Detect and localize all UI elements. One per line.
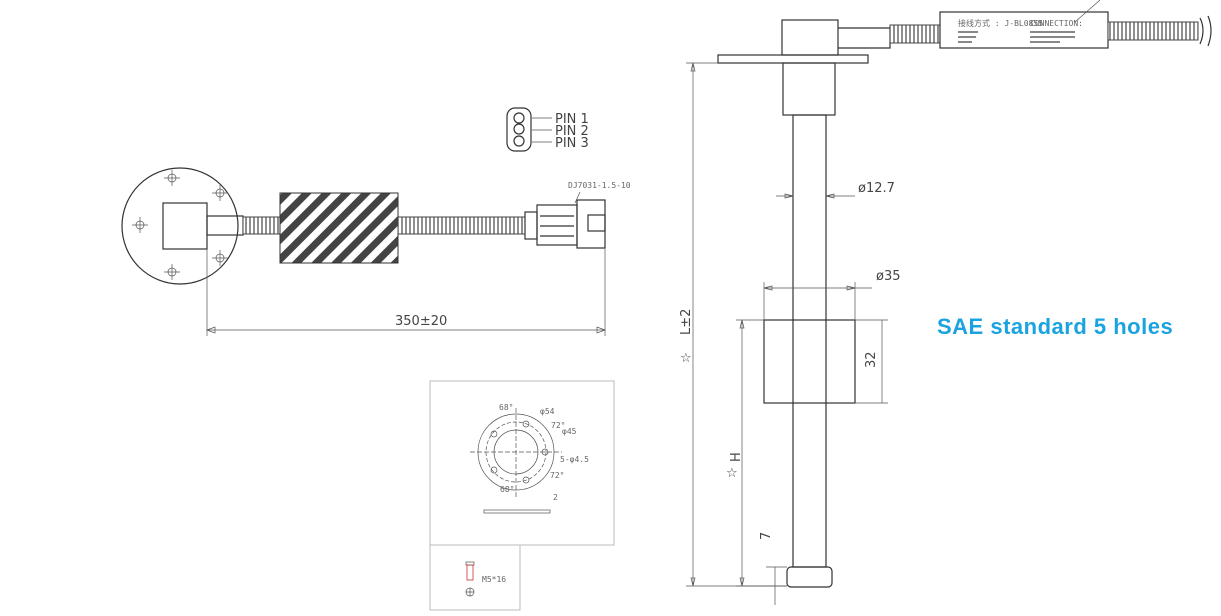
corrugated-hose bbox=[242, 216, 281, 235]
svg-text:32: 32 bbox=[864, 351, 879, 368]
flange-holes bbox=[132, 170, 228, 280]
svg-text:5-φ4.5: 5-φ4.5 bbox=[560, 455, 589, 464]
probe-tube bbox=[792, 114, 827, 568]
pin-2-label: PIN 2 bbox=[555, 124, 589, 139]
pinout-diagram: PIN 1 PIN 2 PIN 3 bbox=[506, 107, 589, 152]
critical-star-icon: ☆ bbox=[680, 351, 692, 366]
flange-detail-inset: 68° φ54 72° φ45 5-φ4.5 72° 68° 2 M5*16 bbox=[429, 380, 615, 611]
svg-text:H: H bbox=[729, 452, 744, 462]
pin-1-label: PIN 1 bbox=[555, 112, 589, 127]
svg-text:7: 7 bbox=[759, 532, 774, 540]
svg-text:φ54: φ54 bbox=[540, 407, 555, 416]
side-view-sensor: 接线方式 : J-BL0855 CONNECTION: ø12.7 ø35 32… bbox=[679, 0, 1212, 605]
svg-text:接线方式 : J-BL0855: 接线方式 : J-BL0855 bbox=[958, 18, 1043, 28]
pin-3-label: PIN 3 bbox=[555, 136, 589, 151]
svg-text:2: 2 bbox=[553, 493, 558, 502]
length-label: 350±20 bbox=[395, 314, 447, 329]
connector bbox=[524, 199, 606, 249]
svg-text:L±2: L±2 bbox=[679, 309, 694, 335]
svg-text:CONNECTION:: CONNECTION: bbox=[1030, 19, 1083, 28]
svg-text:72°: 72° bbox=[551, 421, 565, 430]
float bbox=[763, 319, 856, 404]
corrugated-hose bbox=[397, 216, 526, 235]
critical-star-icon: ☆ bbox=[726, 466, 738, 481]
svg-text:ø12.7: ø12.7 bbox=[858, 181, 895, 196]
screw-label: M5*16 bbox=[482, 575, 506, 584]
caption: SAE standard 5 holes bbox=[937, 314, 1174, 339]
top-view-sensor: 350±20 DJ7031-1.5-10 PIN 1 PIN 2 PIN 3 bbox=[121, 107, 631, 336]
length-dimension bbox=[206, 248, 606, 336]
svg-text:68°: 68° bbox=[500, 485, 514, 494]
svg-text:72°: 72° bbox=[550, 471, 564, 480]
svg-text:ø35: ø35 bbox=[876, 269, 901, 284]
sensor-head bbox=[162, 202, 208, 250]
mounting-flange bbox=[121, 167, 239, 285]
svg-text:φ45: φ45 bbox=[562, 427, 577, 436]
connector-part-label: DJ7031-1.5-10 bbox=[568, 181, 631, 190]
svg-text:68°: 68° bbox=[499, 403, 513, 412]
electronics-box bbox=[279, 192, 399, 264]
